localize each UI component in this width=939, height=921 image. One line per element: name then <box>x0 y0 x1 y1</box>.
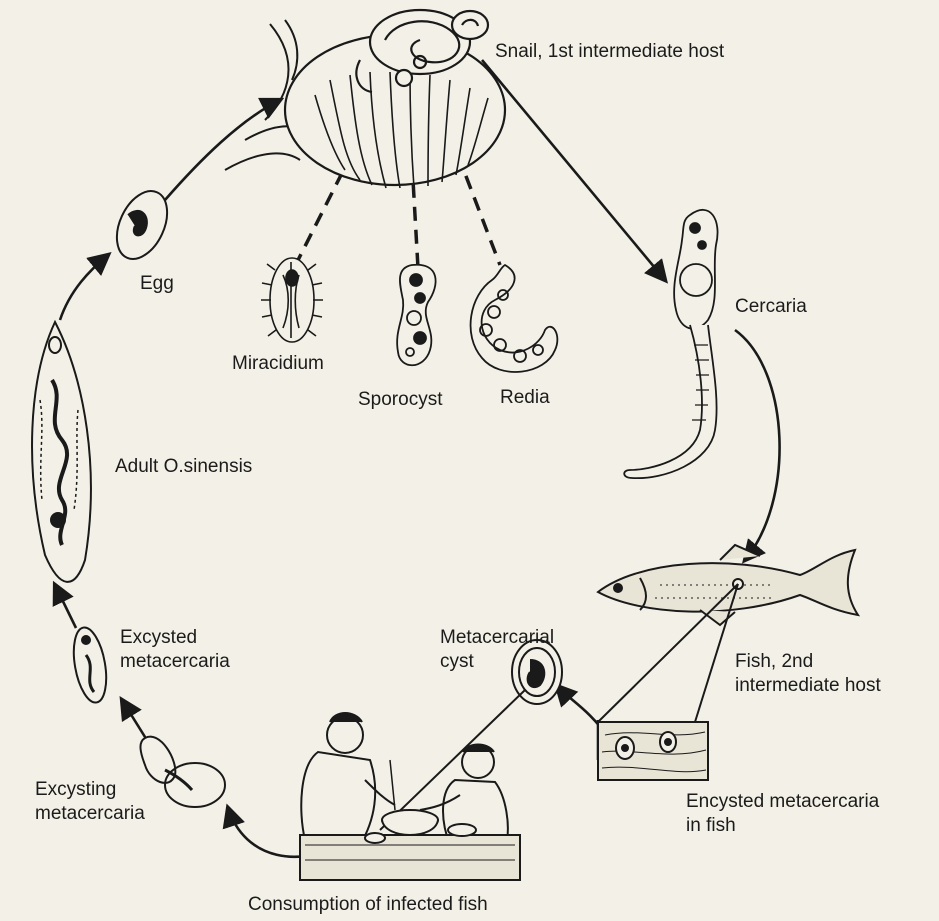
redia-illustration <box>471 265 558 372</box>
adult-worm-illustration <box>32 322 91 582</box>
arrow-cercaria-to-fish <box>735 330 780 560</box>
arrow-egg-to-snail <box>165 100 280 200</box>
excysted-metacercaria-illustration <box>69 625 112 705</box>
egg-illustration <box>107 183 177 267</box>
arrow-adult-to-egg <box>60 255 108 320</box>
miracidium-illustration <box>261 258 323 342</box>
arrow-excysted-to-adult <box>55 585 76 628</box>
snail-illustration <box>225 10 505 188</box>
fish-tissue-box <box>598 722 708 780</box>
label-snail-host: Snail, 1st intermediate host <box>495 40 724 64</box>
people-eating-illustration <box>300 713 520 880</box>
label-egg: Egg <box>140 272 174 296</box>
excysting-metacercaria-illustration <box>140 737 225 807</box>
label-consumption: Consumption of infected fish <box>248 893 488 917</box>
cercaria-illustration <box>624 210 717 478</box>
label-adult-worm: Adult O.sinensis <box>115 455 252 479</box>
sporocyst-illustration <box>397 265 436 366</box>
label-cercaria: Cercaria <box>735 295 807 319</box>
label-redia: Redia <box>500 386 550 410</box>
arrow-snail-to-cercaria <box>482 60 665 280</box>
label-miracidium: Miracidium <box>232 352 324 376</box>
label-sporocyst: Sporocyst <box>358 388 442 412</box>
